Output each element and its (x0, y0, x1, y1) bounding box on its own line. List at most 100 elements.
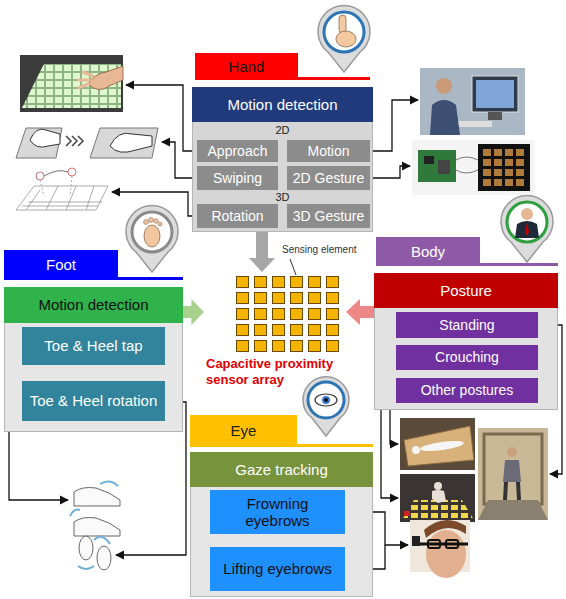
section-tab: Eye (190, 415, 297, 447)
foot-gesture-sketch (78, 566, 94, 569)
eye-pin-icon (315, 394, 337, 406)
foot-pin-icon (154, 219, 158, 223)
section-tab: Foot (4, 250, 118, 280)
panel-header: Motion detection (4, 287, 183, 323)
circuit-photo (438, 160, 450, 174)
panel-header: Gaze tracking (190, 452, 373, 487)
hand-pin-icon (324, 12, 364, 52)
foot-gesture-sketch (79, 536, 93, 560)
category-panel: PostureStandingCrouchingOther postures (374, 273, 558, 410)
feature-label: Standing (439, 317, 494, 333)
lying-posture-photo (404, 426, 474, 466)
feature-label: Swiping (213, 170, 262, 186)
feature-label: Rotation (211, 208, 263, 224)
foot-gesture-sketch (100, 481, 118, 486)
table-photo (20, 55, 123, 112)
computer-photo (420, 68, 525, 135)
eye-pin-icon (303, 377, 349, 436)
circuit-photo (412, 140, 535, 195)
body-pin-icon (515, 221, 539, 238)
tab-underline (118, 277, 183, 280)
foot-pin-icon (144, 225, 160, 247)
panel-header: Posture (374, 273, 558, 308)
lying-posture-photo (400, 418, 475, 470)
feature-box: Frowning eyebrows (210, 490, 345, 534)
circuit-photo (478, 144, 530, 191)
eye-tracker-photo (410, 520, 470, 578)
circuit-photo (482, 148, 526, 187)
panel-header: Motion detection (192, 87, 373, 122)
feature-box: Approach (197, 140, 278, 162)
tab-underline (298, 77, 370, 80)
standing-posture-photo (478, 428, 548, 520)
eye-pin-icon (303, 377, 349, 436)
circuit-photo (424, 156, 434, 164)
finger-path-sketch (40, 176, 72, 196)
section-tab: Hand (195, 53, 298, 80)
hand-swipe-sketch (110, 133, 152, 152)
group-label: 3D (192, 191, 373, 203)
feature-box: Toe & Heel tap (22, 327, 165, 365)
finger-path-sketch (44, 171, 68, 176)
category-panel: Motion detectionToe & Heel tapToe & Heel… (4, 287, 183, 432)
standing-posture-photo (478, 500, 548, 520)
crouching-posture-photo (404, 511, 410, 516)
tab-label: Foot (46, 256, 76, 273)
body-pin-icon (501, 196, 553, 262)
eye-tracker-photo (412, 536, 420, 546)
hand-pin-icon (336, 31, 356, 47)
crouching-posture-photo (400, 474, 475, 522)
sensor-array-grid (236, 276, 344, 356)
hand-swipe-sketch (66, 136, 83, 146)
foot-gesture-sketch (97, 546, 111, 570)
feature-box: Toe & Heel rotation (22, 381, 165, 421)
computer-photo (488, 112, 502, 120)
feature-label: Approach (208, 143, 268, 159)
standing-posture-photo (484, 434, 542, 504)
computer-photo (420, 68, 525, 135)
block-arrow (249, 232, 275, 272)
hand-swipe-sketch (90, 128, 158, 158)
foot-pin-icon (144, 220, 149, 225)
tab-label: Hand (229, 58, 265, 75)
finger-path-sketch (22, 186, 102, 210)
tab-underline (480, 263, 558, 266)
tab-underline (297, 444, 373, 447)
feature-box: Rotation (197, 204, 278, 228)
lying-posture-photo (412, 446, 420, 454)
body-pin-icon (507, 202, 547, 242)
tab-label: Eye (231, 422, 257, 439)
body-pin-icon (521, 208, 533, 220)
feature-box: Swiping (197, 166, 278, 190)
sensing-element-leader (290, 259, 296, 275)
foot-gesture-sketch (74, 518, 120, 537)
section-tab: Body (376, 237, 480, 266)
feature-label: Frowning eyebrows (214, 495, 341, 530)
foot-pin-icon (158, 222, 162, 226)
leader-line (126, 85, 197, 151)
table-photo (20, 55, 123, 112)
feature-box: Crouching (396, 345, 538, 370)
eye-tracker-photo (446, 540, 458, 548)
leader-line (112, 192, 197, 216)
standing-posture-photo (478, 428, 548, 520)
feature-label: 3D Gesture (293, 208, 365, 224)
foot-gesture-sketch (70, 510, 80, 516)
computer-photo (430, 100, 460, 135)
feature-label: Toe & Heel rotation (30, 392, 158, 409)
part-label: Sensing element (282, 244, 357, 255)
feature-label: Crouching (435, 349, 499, 365)
hand-swipe-sketch (16, 128, 62, 158)
eye-pin-icon (324, 398, 328, 402)
sensor-array: Capacitive proximity sensor array (204, 272, 346, 388)
foot-pin-icon (126, 206, 178, 272)
computer-photo (436, 78, 452, 94)
eye-tracker-photo (418, 543, 468, 546)
feature-box: Lifting eyebrows (210, 547, 345, 591)
array-caption: Capacitive proximity sensor array (204, 356, 346, 388)
foot-gesture-sketch (70, 481, 120, 570)
eye-tracker-photo (428, 540, 440, 548)
crouching-posture-photo (432, 490, 446, 503)
body-pin-icon (525, 222, 529, 236)
block-arrow (183, 299, 204, 325)
